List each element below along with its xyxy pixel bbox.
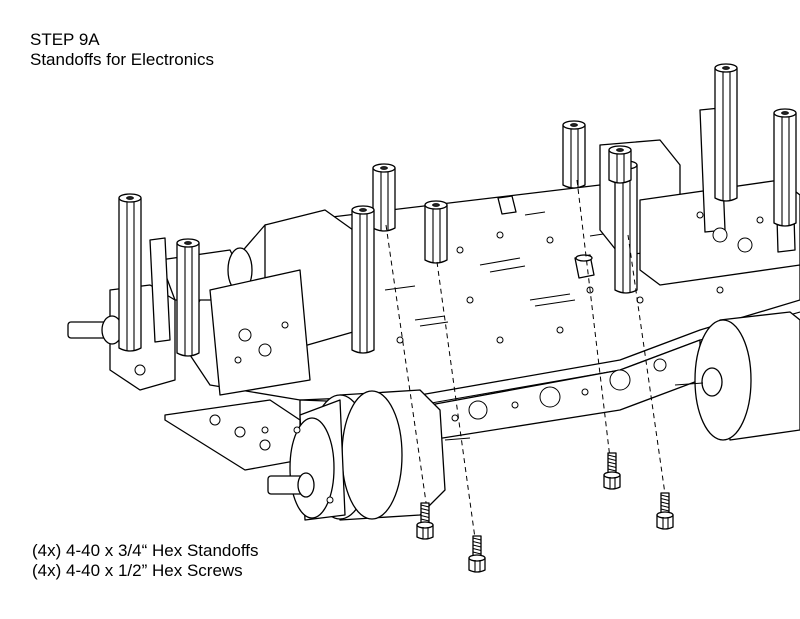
- hex-standoff-icon: [118, 193, 142, 352]
- step-header: STEP 9A Standoffs for Electronics: [30, 30, 214, 70]
- hex-standoff-icon: [773, 108, 797, 227]
- hex-screw-icon: [603, 452, 621, 490]
- alignment-lines: [385, 179, 669, 561]
- hex-standoff-icon: [351, 205, 375, 354]
- hex-standoffs-group: [118, 63, 797, 357]
- parts-list: (4x) 4-40 x 3/4“ Hex Standoffs (4x) 4-40…: [32, 541, 258, 581]
- hex-standoff-icon: [424, 200, 448, 264]
- hex-standoff-icon: [714, 63, 738, 202]
- hex-screw-icon: [468, 535, 486, 573]
- parts-list-item-standoffs: (4x) 4-40 x 3/4“ Hex Standoffs: [32, 541, 259, 560]
- right-gear-motor: [674, 311, 800, 441]
- hex-screws-group: [416, 452, 674, 573]
- right-rear-bracket: [599, 107, 800, 294]
- hex-standoff-icon: [608, 145, 632, 184]
- hex-standoff-icon: [562, 120, 586, 189]
- left-angle-bracket: [164, 399, 301, 471]
- plate-spacers: [497, 195, 595, 279]
- step-subtitle: Standoffs for Electronics: [30, 50, 214, 69]
- hex-standoff-icon: [176, 238, 200, 357]
- step-number: STEP 9A: [30, 30, 100, 49]
- hex-screw-icon: [656, 492, 674, 530]
- left-vertical-bracket: [149, 209, 361, 396]
- hex-standoff-icon: [372, 163, 396, 232]
- parts-list-item-screws: (4x) 4-40 x 1/2” Hex Screws: [32, 561, 243, 580]
- hex-screw-icon: [416, 502, 434, 540]
- front-gear-motor: [267, 389, 471, 521]
